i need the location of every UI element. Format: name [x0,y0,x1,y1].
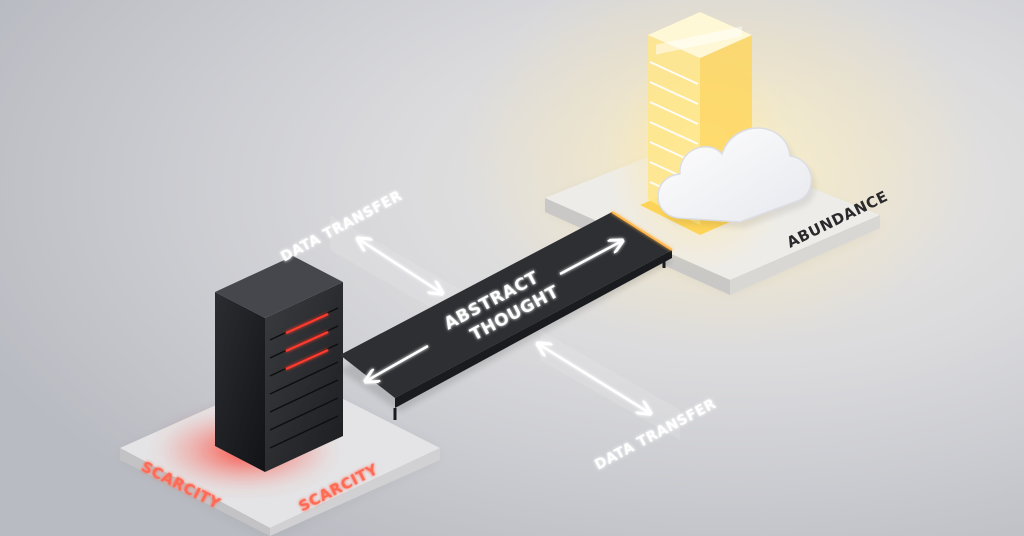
data-transfer-arrow-top-icon [360,240,440,292]
arrow-left-icon [368,344,429,380]
cloud-icon [657,127,816,228]
arrow-right-icon [559,242,620,276]
data-transfer-arrow-bottom-icon [540,345,648,412]
dark-server-rack-icon [215,256,343,472]
